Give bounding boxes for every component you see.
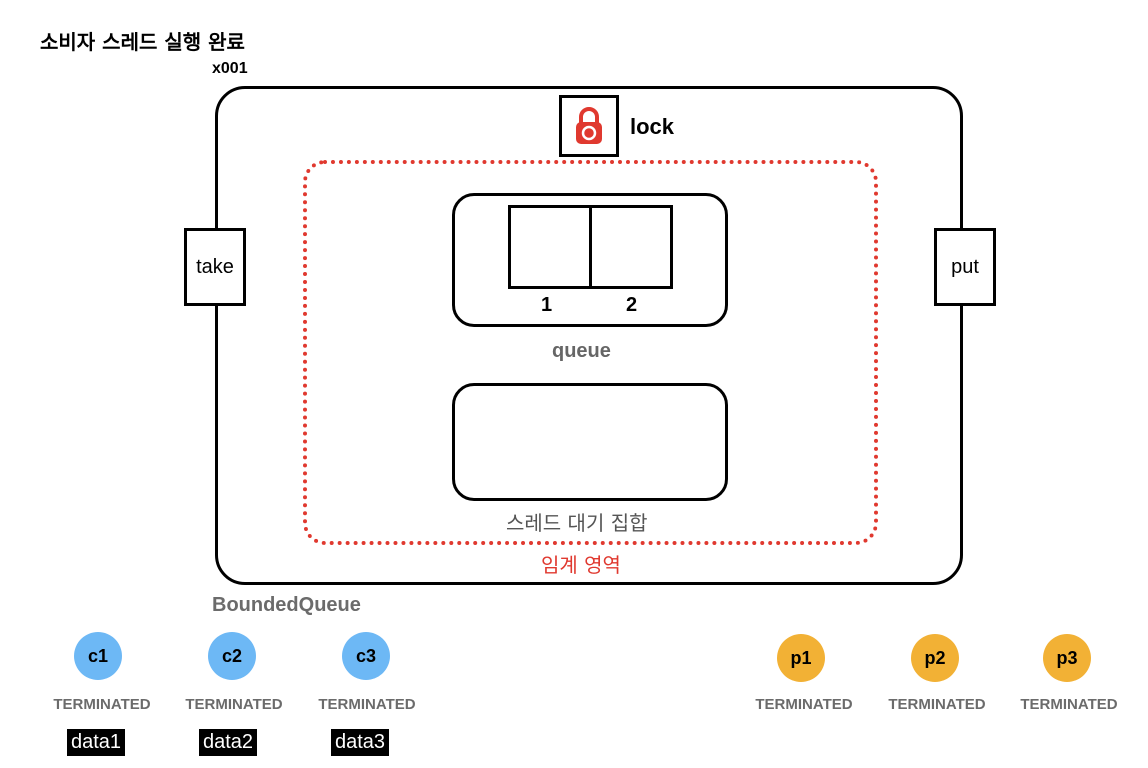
thread-name: c3 <box>355 645 377 666</box>
take-method: take <box>184 228 246 306</box>
take-label: take <box>196 255 234 278</box>
page-title: 소비자 스레드 실행 완료 <box>40 30 245 54</box>
lock-label: lock <box>630 114 675 139</box>
lock-icon <box>576 107 602 144</box>
queue-slot <box>589 205 673 289</box>
queue-label: queue <box>552 340 611 362</box>
consumer-data: data3 <box>331 729 390 756</box>
thread-name: c1 <box>87 645 109 666</box>
thread-state: TERMINATED <box>185 696 283 713</box>
put-label: put <box>951 255 979 278</box>
queue-slot-number: 1 <box>541 294 553 316</box>
queue-box <box>452 193 728 327</box>
producer-thread-p2: p2 <box>911 634 959 682</box>
consumer-data: data2 <box>199 729 258 756</box>
thread-state: TERMINATED <box>318 696 416 713</box>
wait-set-label: 스레드 대기 집합 <box>506 511 648 535</box>
producer-thread-p3: p3 <box>1043 634 1091 682</box>
critical-section-label: 임계 영역 <box>541 553 621 577</box>
thread-name: p2 <box>924 647 946 668</box>
thread-state: TERMINATED <box>53 696 151 713</box>
thread-state: TERMINATED <box>1020 696 1118 713</box>
thread-state: TERMINATED <box>888 696 986 713</box>
bounded-queue-container <box>215 86 963 585</box>
wait-set-box <box>452 383 728 501</box>
consumer-data: data1 <box>67 729 126 756</box>
thread-name: p1 <box>790 647 812 668</box>
consumer-thread-c3: c3 <box>342 632 390 680</box>
queue-slot <box>508 205 592 289</box>
lock-box <box>559 95 619 157</box>
thread-name: p3 <box>1056 647 1078 668</box>
consumer-thread-c1: c1 <box>74 632 122 680</box>
consumer-thread-c2: c2 <box>208 632 256 680</box>
critical-section-border <box>303 160 878 545</box>
queue-slot-number: 2 <box>626 294 638 316</box>
bounded-queue-label: BoundedQueue <box>212 594 361 616</box>
put-method: put <box>934 228 996 306</box>
thread-state: TERMINATED <box>755 696 853 713</box>
object-address: x001 <box>212 60 248 77</box>
thread-name: c2 <box>221 645 243 666</box>
producer-thread-p1: p1 <box>777 634 825 682</box>
